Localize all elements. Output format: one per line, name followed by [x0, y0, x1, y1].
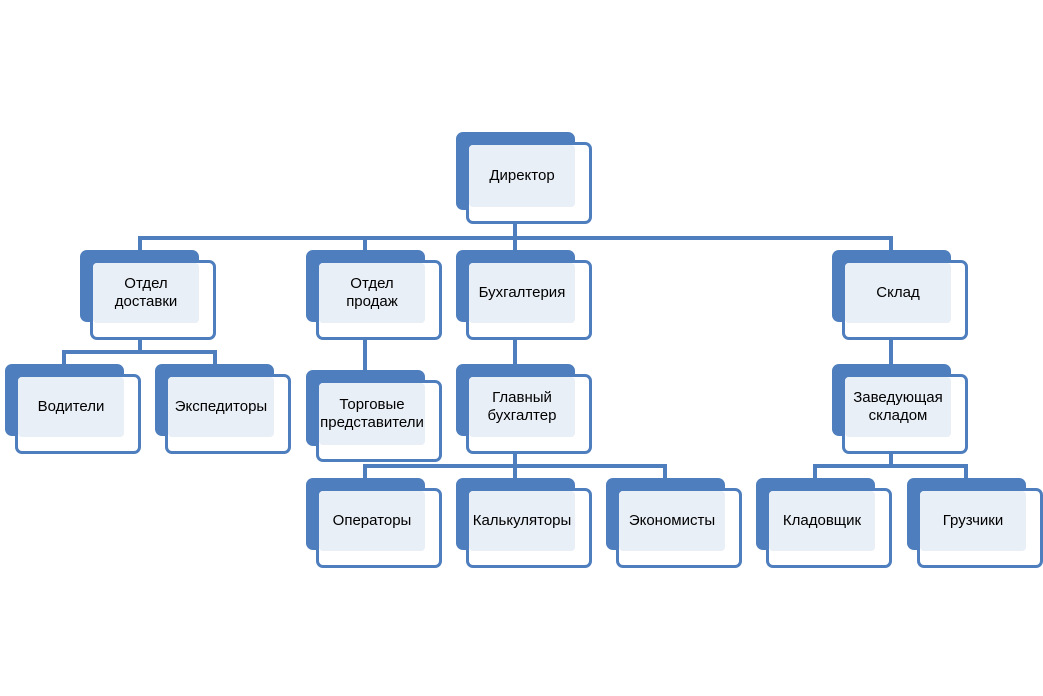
node-economists-label: Экономисты [619, 491, 725, 551]
node-sales-dept-label: Отдел продаж [319, 263, 425, 323]
node-operators-label: Операторы [319, 491, 425, 551]
node-accounting-label: Бухгалтерия [469, 263, 575, 323]
node-chief-accountant-label: Главный бухгалтер [469, 377, 575, 437]
node-delivery-dept-label: Отдел доставки [93, 263, 199, 323]
node-warehouse-label: Склад [845, 263, 951, 323]
node-sales-reps-label: Торговые представители [319, 383, 425, 445]
node-calculators-label: Калькуляторы [469, 491, 575, 551]
node-warehouse-manager-label: Заведующая складом [845, 377, 951, 437]
node-drivers-label: Водители [18, 377, 124, 437]
node-forwarders-label: Экспедиторы [168, 377, 274, 437]
node-director-label: Директор [469, 145, 575, 207]
node-storekeeper-label: Кладовщик [769, 491, 875, 551]
node-loaders-label: Грузчики [920, 491, 1026, 551]
